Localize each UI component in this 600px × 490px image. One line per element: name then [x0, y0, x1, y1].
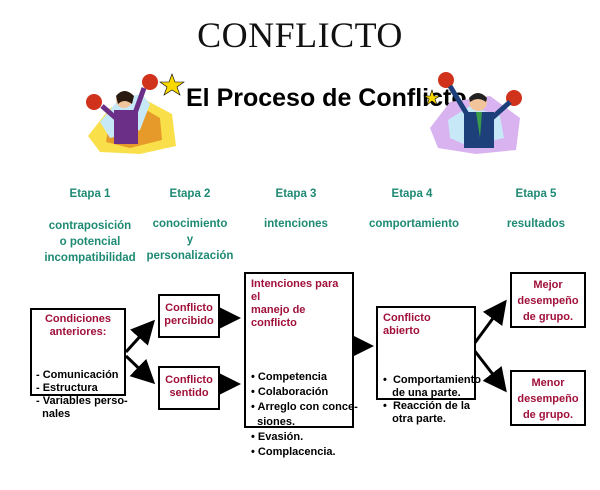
diagram-subtitle: El Proceso de Conflicto — [186, 84, 467, 112]
boxer-man-icon — [422, 72, 522, 154]
stage-3-description: intenciones — [264, 218, 328, 230]
arrow-open-to-worse — [472, 349, 507, 393]
arrow-open-to-better — [472, 299, 507, 345]
stage-4-description: comportamiento — [368, 218, 460, 230]
open-conflict-title: Conflicto abierto — [383, 312, 431, 337]
stage-5-description: resultados — [506, 218, 566, 230]
flow-arrows — [124, 299, 507, 396]
stage-4-label: Etapa 4 — [391, 188, 433, 200]
prior-conditions-list: - Comunicación- Estructura- Variables pe… — [36, 369, 128, 420]
boxer-woman-icon — [86, 73, 185, 154]
open-conflict-list: • Comportamiento de una parte.• Reacción… — [383, 374, 481, 425]
intentions-list: • Competencia• Colaboración• Arreglo con… — [251, 371, 358, 458]
stage-3-label: Etapa 3 — [275, 188, 317, 200]
arrow-box1-to-perceived — [124, 319, 156, 354]
arrow-box1-to-felt — [124, 354, 156, 385]
open-conflict-box: Conflicto abierto • Comportamiento de un… — [376, 306, 481, 425]
stage-5-label: Etapa 5 — [515, 188, 557, 200]
stage-2-label: Etapa 2 — [169, 188, 211, 200]
stage-1-label: Etapa 1 — [69, 188, 111, 200]
page-title: CONFLICTO — [197, 15, 403, 55]
